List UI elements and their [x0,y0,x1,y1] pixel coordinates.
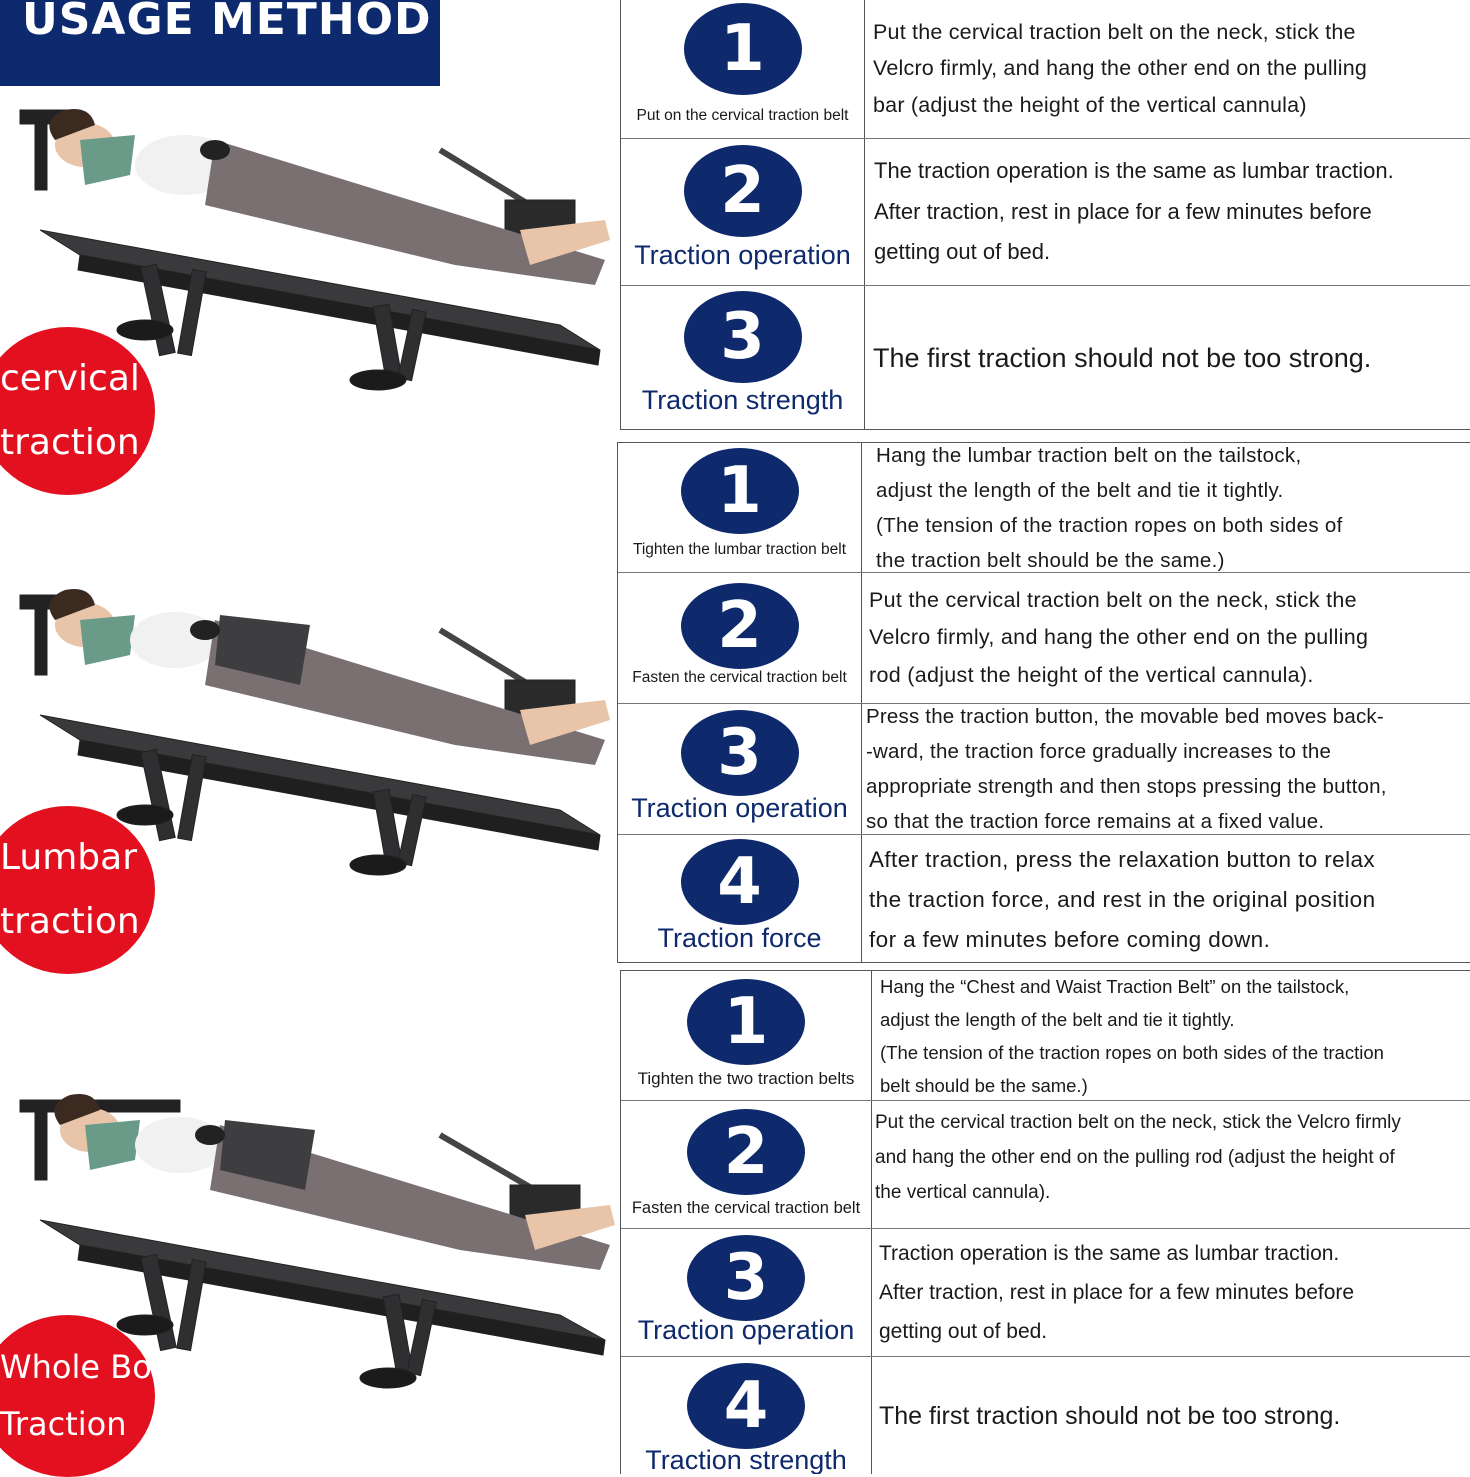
step-number-badge: 3 [680,710,799,796]
cervical-steps-panel: 1 Put on the cervical traction belt Put … [620,0,1470,430]
description-line: After traction, rest in place for a few … [879,1281,1355,1304]
step-label: Traction force [657,923,822,953]
step-row: 2 Traction operation The traction operat… [621,139,1470,286]
step-label: Tighten the lumbar traction belt [632,541,847,558]
step-row: 3 Traction operation Traction operation … [621,1229,1470,1357]
step-number-badge: 2 [687,1109,805,1195]
description-line: belt should be the same.) [880,1074,1088,1096]
step-description: After traction, press the relaxation but… [869,835,1470,962]
badge-line: Lumbar [0,836,138,878]
step-label: Fasten the cervical traction belt [632,669,847,686]
cervical-traction-badge: cervical traction [0,327,155,495]
step-number-badge: 4 [680,839,799,925]
step-label: Tighten the two traction belts [637,1069,855,1088]
step-number-badge: 2 [680,583,799,669]
lumbar-steps-panel: 1 Tighten the lumbar traction belt Hang … [617,442,1470,963]
badge-line: traction [0,422,140,463]
description-line: Put the cervical traction belt on the ne… [873,19,1356,44]
lumbar-traction-bed-illustration [19,589,610,876]
step-description: Traction operation is the same as lumbar… [879,1229,1470,1356]
step-row: 2 Fasten the cervical traction belt Put … [621,1101,1470,1229]
description-line: The first traction should not be too str… [873,343,1372,373]
step-number-badge: 1 [683,3,802,95]
step-description: The traction operation is the same as lu… [874,139,1470,285]
step-row: 2 Fasten the cervical traction belt Put … [618,573,1470,704]
step-label: Traction operation [637,1315,855,1345]
step-number-badge: 1 [680,448,799,534]
step-description: Hang the “Chest and Waist Traction Belt”… [880,971,1470,1100]
step-row: 1 Tighten the lumbar traction belt Hang … [618,443,1470,573]
step-description: The first traction should not be too str… [873,286,1470,429]
description-line: After traction, press the relaxation but… [869,846,1376,872]
step-number-badge: 3 [687,1235,805,1321]
description-line: After traction, rest in place for a few … [874,198,1372,224]
badge-line: Whole Body [0,1348,192,1387]
badge-line: cervical [0,357,140,399]
description-line: adjust the length of the belt and tie it… [880,1008,1235,1030]
page-title: USAGE METHOD [22,0,432,45]
step-number-badge: 1 [687,979,805,1065]
description-line: rod (adjust the height of the vertical c… [869,662,1314,687]
description-line: getting out of bed. [874,239,1051,265]
step-label: Traction strength [641,385,844,415]
description-line: Put the cervical traction belt on the ne… [869,587,1357,612]
description-line: getting out of bed. [879,1320,1048,1343]
step-description: The first traction should not be too str… [879,1357,1470,1474]
description-line: bar (adjust the height of the vertical c… [873,92,1307,117]
step-description: Put the cervical traction belt on the ne… [873,0,1470,138]
step-number-badge: 4 [687,1363,805,1449]
step-row: 1 Put on the cervical traction belt Put … [621,0,1470,139]
step-row: 4 Traction force After traction, press t… [618,835,1470,962]
badge-line: traction [0,901,140,942]
description-line: the traction belt should be the same.) [876,548,1225,572]
usage-method-header: USAGE METHOD [0,0,440,86]
step-row: 4 Traction strength The first traction s… [621,1357,1470,1474]
step-label: Traction operation [631,793,848,823]
description-line: Hang the lumbar traction belt on the tai… [876,443,1302,467]
description-line: for a few minutes before coming down. [869,926,1271,952]
whole-body-steps-panel: 1 Tighten the two traction belts Hang th… [620,970,1470,1474]
description-line: Hang the “Chest and Waist Traction Belt”… [880,975,1350,997]
step-description: Hang the lumbar traction belt on the tai… [876,443,1470,572]
whole-body-traction-badge: Whole Body Traction [0,1315,192,1477]
description-line: Put the cervical traction belt on the ne… [875,1112,1401,1133]
description-line: -ward, the traction force gradually incr… [866,740,1332,763]
step-label: Traction strength [645,1445,847,1474]
step-row: 3 Traction strength The first traction s… [621,286,1470,429]
description-line: adjust the length of the belt and tie it… [876,478,1284,502]
description-line: The first traction should not be too str… [879,1401,1341,1430]
step-row: 1 Tighten the two traction belts Hang th… [621,971,1470,1101]
description-line: appropriate strength and then stops pres… [866,775,1387,798]
step-description: Put the cervical traction belt on the ne… [869,573,1470,703]
description-line: Press the traction button, the movable b… [866,705,1384,728]
lumbar-traction-badge: Lumbar traction [0,806,155,974]
description-line: the traction force, and rest in the orig… [869,886,1376,912]
step-label: Fasten the cervical traction belt [631,1199,861,1217]
step-row: 3 Traction operation Press the traction … [618,704,1470,835]
description-line: the vertical cannula). [875,1182,1051,1203]
cervical-traction-bed-illustration [19,109,610,391]
step-description: Press the traction button, the movable b… [866,704,1470,834]
description-line: Velcro firmly, and hang the other end on… [873,56,1368,81]
description-line: The traction operation is the same as lu… [874,158,1394,184]
description-line: Traction operation is the same as lumbar… [879,1242,1340,1265]
step-number-badge: 3 [683,291,802,383]
step-label: Traction operation [634,240,851,270]
description-line: and hang the other end on the pulling ro… [875,1147,1395,1168]
description-line: (The tension of the traction ropes on bo… [880,1041,1384,1063]
whole-body-traction-bed-illustration [19,1094,615,1389]
step-description: Put the cervical traction belt on the ne… [875,1101,1470,1228]
description-line: (The tension of the traction ropes on bo… [876,513,1343,537]
step-number-badge: 2 [683,145,802,237]
badge-line: Traction [0,1405,127,1443]
description-line: so that the traction force remains at a … [866,810,1325,833]
description-line: Velcro firmly, and hang the other end on… [869,625,1369,650]
step-label: Put on the cervical traction belt [636,107,849,124]
